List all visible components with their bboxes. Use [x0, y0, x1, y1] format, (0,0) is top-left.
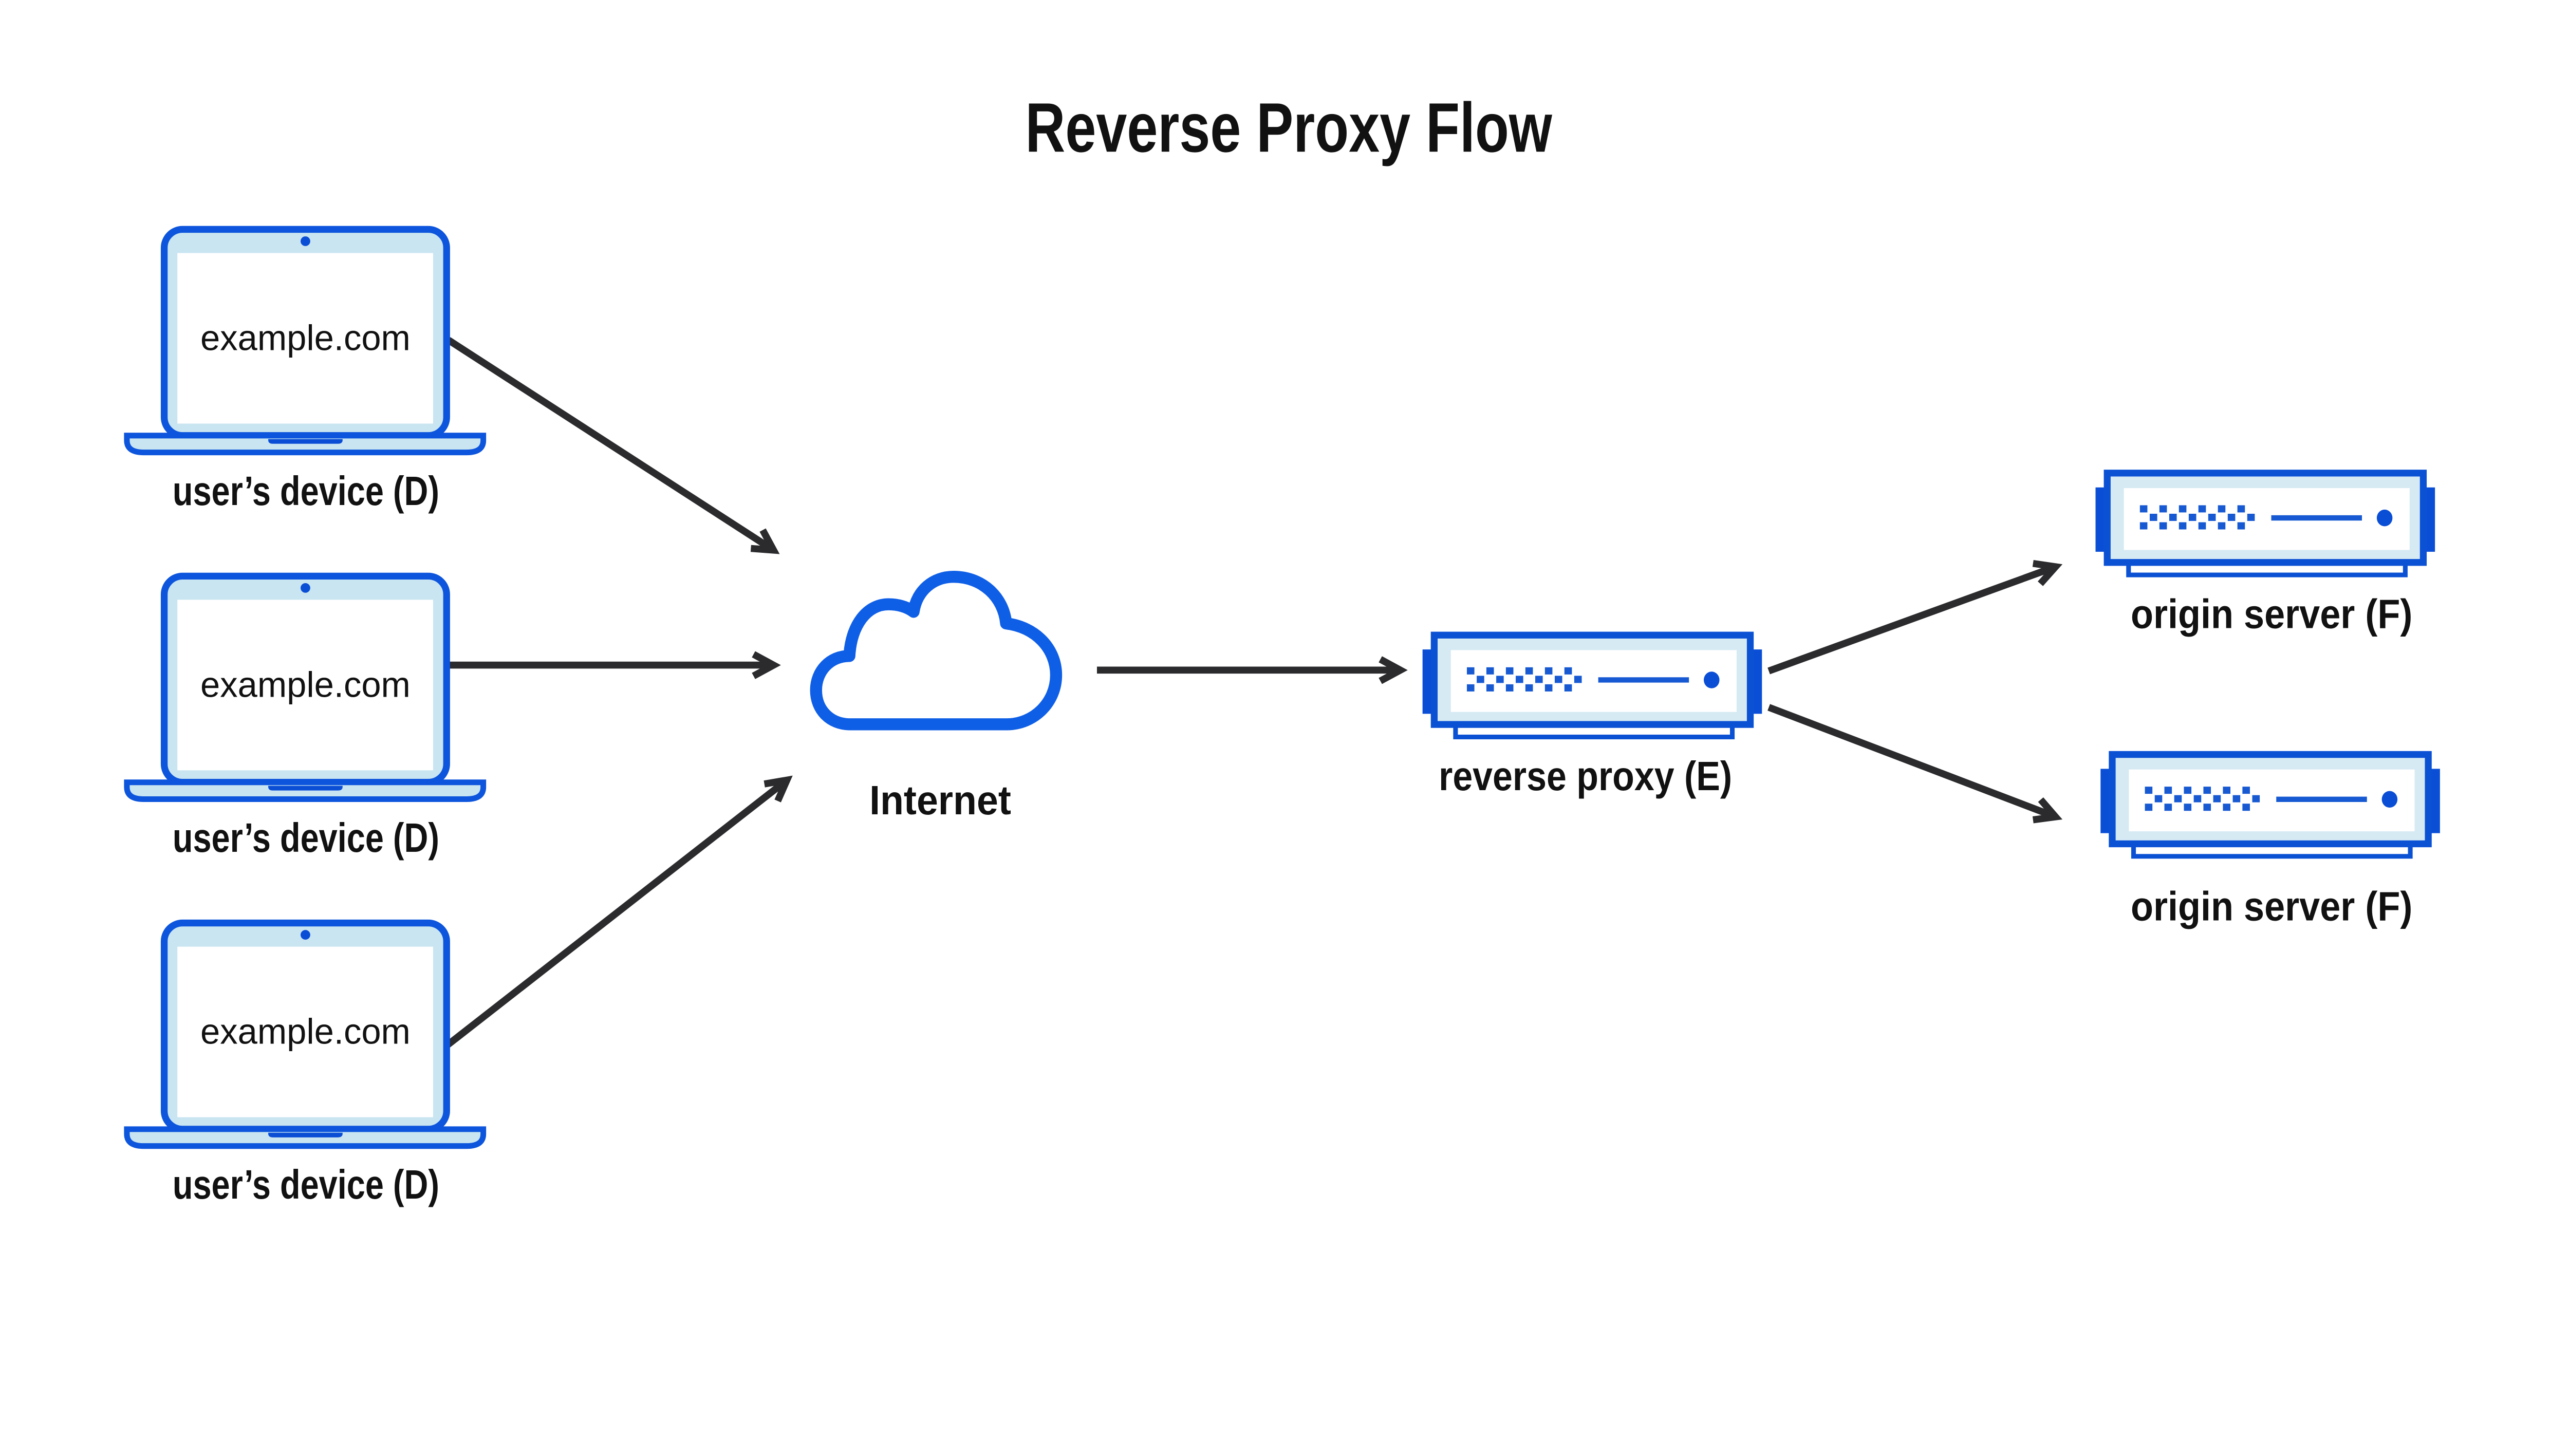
- device3-label: user’s device (D): [173, 1162, 439, 1207]
- arrowhead-icon: [752, 651, 781, 679]
- node-user-device-3: example.com user’s device (D): [127, 923, 483, 1207]
- node-origin-server-2: origin server (F): [2100, 755, 2440, 929]
- arrow-device1-to-internet: [446, 337, 780, 554]
- arrowhead-icon: [764, 775, 793, 802]
- server-icon: [2100, 755, 2440, 856]
- arrow-internet-to-proxy: [1096, 656, 1408, 684]
- node-user-device-2: example.com user’s device (D): [127, 576, 483, 861]
- arrowhead-icon: [2032, 797, 2063, 824]
- server-icon: [1423, 635, 1762, 737]
- server-icon: [2096, 473, 2435, 575]
- internet-label: Internet: [869, 777, 1011, 823]
- cloud-icon: [810, 570, 1063, 731]
- arrow-proxy-to-origin1: [1767, 559, 2063, 675]
- diagram-title: Reverse Proxy Flow: [1025, 88, 1552, 166]
- device3-screen-text: example.com: [200, 1011, 411, 1051]
- arrow-device2-to-internet: [446, 651, 781, 679]
- device2-screen-text: example.com: [200, 664, 411, 704]
- device1-screen-text: example.com: [200, 318, 411, 358]
- device1-label: user’s device (D): [173, 468, 439, 514]
- diagram-canvas: Reverse Proxy Flow example.com user’s de…: [123, 88, 2444, 1208]
- origin-server1-label: origin server (F): [2131, 591, 2412, 637]
- arrow-proxy-to-origin2: [1767, 704, 2063, 824]
- origin-server2-label: origin server (F): [2131, 883, 2412, 929]
- arrowhead-icon: [1379, 656, 1408, 684]
- node-internet: Internet: [810, 570, 1063, 823]
- node-origin-server-1: origin server (F): [2096, 473, 2435, 637]
- arrowhead-icon: [750, 528, 780, 554]
- node-reverse-proxy: reverse proxy (E): [1423, 635, 1762, 799]
- arrowhead-icon: [2032, 559, 2063, 586]
- node-user-device-1: example.com user’s device (D): [127, 229, 483, 514]
- arrow-device3-to-internet: [443, 775, 793, 1050]
- reverse-proxy-label: reverse proxy (E): [1439, 753, 1732, 799]
- device2-label: user’s device (D): [173, 815, 439, 861]
